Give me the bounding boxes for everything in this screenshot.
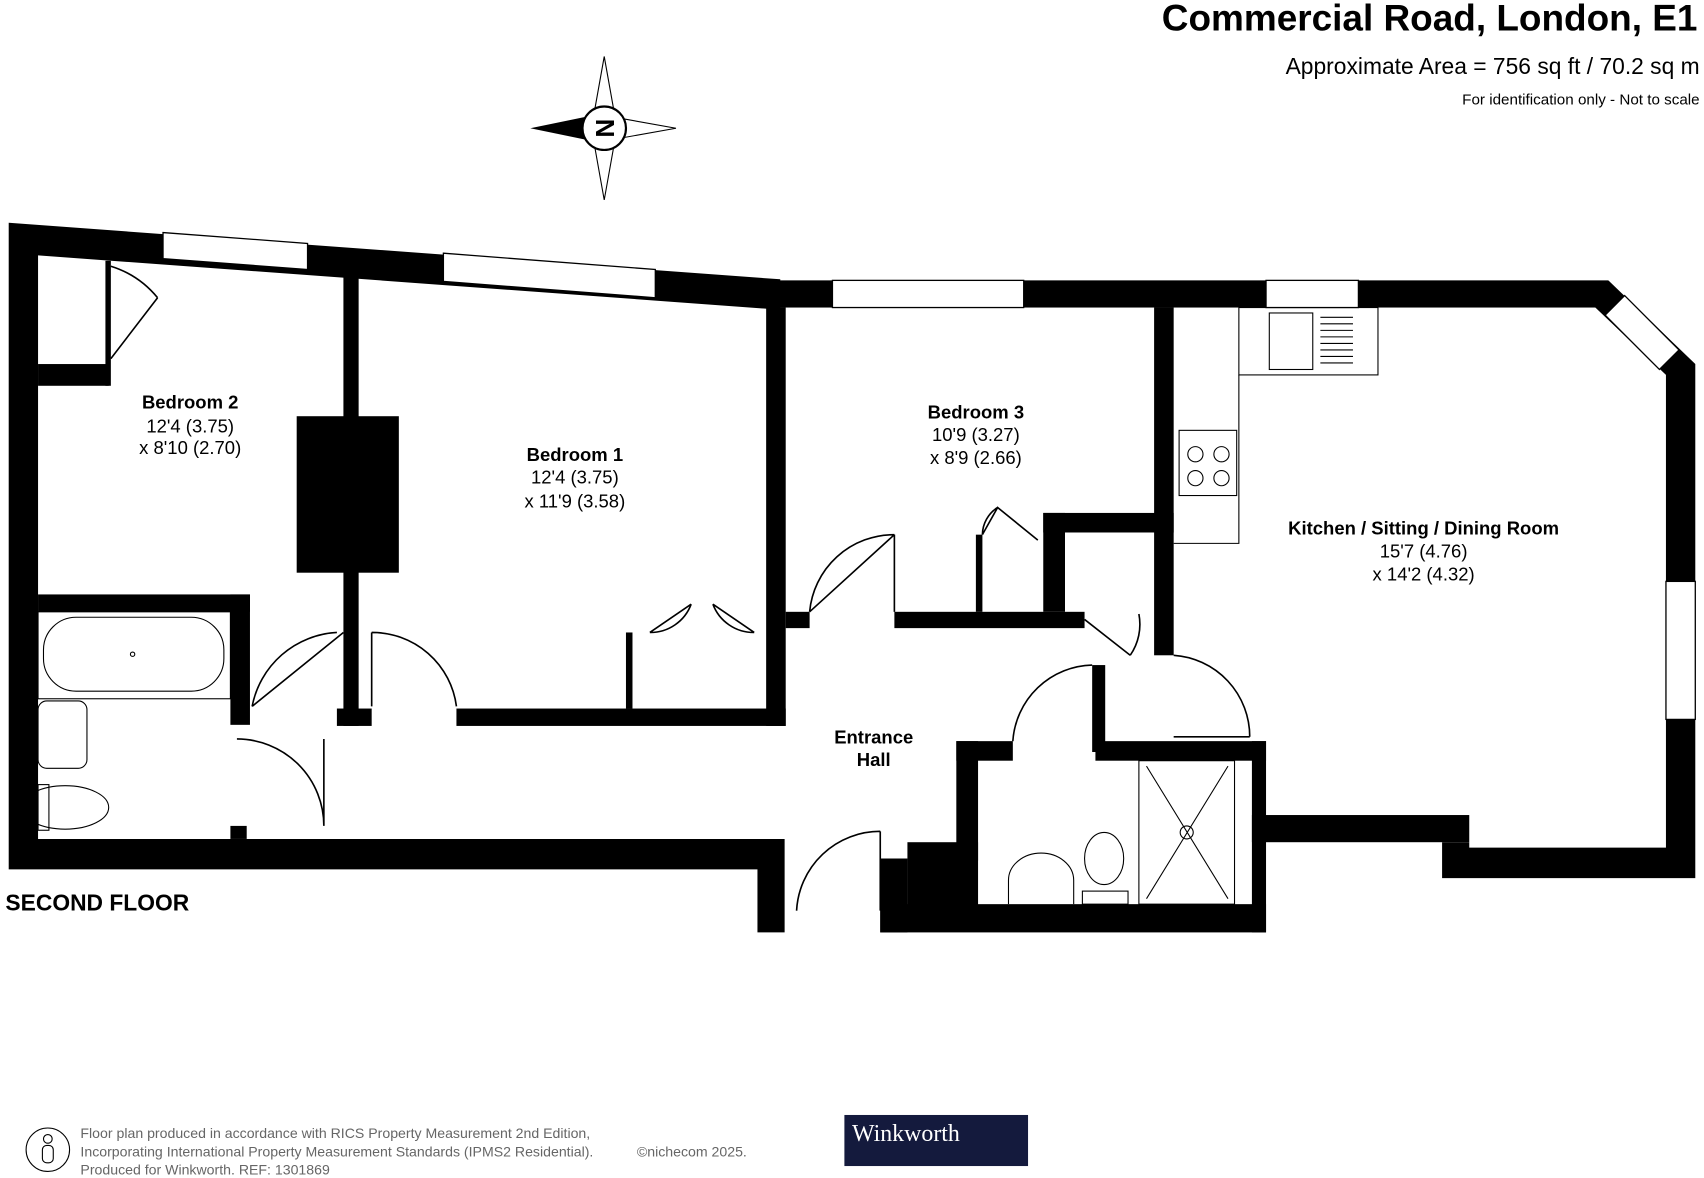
room-bedroom-3: Bedroom 3 10'9 (3.27) x 8'9 (2.66) [928, 401, 1024, 468]
floor-label: SECOND FLOOR [5, 890, 189, 916]
footer-line-1: Floor plan produced in accordance with R… [80, 1125, 590, 1141]
svg-text:Bedroom 2: Bedroom 2 [142, 392, 238, 413]
svg-text:N: N [590, 119, 620, 138]
brand-logo-box [844, 1114, 1029, 1167]
svg-text:x 8'10 (2.70): x 8'10 (2.70) [139, 437, 241, 458]
ipms-logo-icon [25, 1127, 71, 1173]
svg-text:Kitchen / Sitting / Dining Roo: Kitchen / Sitting / Dining Room [1288, 518, 1559, 539]
room-bedroom-2: Bedroom 2 12'4 (3.75) x 8'10 (2.70) [139, 392, 241, 459]
svg-text:12'4 (3.75): 12'4 (3.75) [531, 467, 619, 488]
doors [110, 265, 1251, 911]
svg-text:Entrance: Entrance [834, 726, 913, 747]
svg-text:Bedroom 1: Bedroom 1 [527, 444, 623, 465]
footer-line-3: Produced for Winkworth. REF: 1301869 [80, 1162, 330, 1178]
svg-text:x 11'9 (3.58): x 11'9 (3.58) [525, 490, 626, 511]
svg-text:10'9 (3.27): 10'9 (3.27) [932, 424, 1020, 445]
svg-text:15'7 (4.76): 15'7 (4.76) [1380, 540, 1468, 561]
footer-copyright: ©nichecom 2025. [637, 1143, 747, 1159]
room-entrance-hall: Entrance Hall [834, 726, 913, 770]
svg-text:12'4 (3.75): 12'4 (3.75) [146, 416, 234, 437]
svg-text:Hall: Hall [857, 749, 891, 770]
room-kitchen-sitting-dining: Kitchen / Sitting / Dining Room 15'7 (4.… [1288, 518, 1559, 585]
fixtures [21, 306, 1379, 905]
svg-text:x 8'9 (2.66): x 8'9 (2.66) [930, 447, 1022, 468]
footer-line-2: Incorporating International Property Mea… [80, 1143, 593, 1159]
svg-text:Bedroom 3: Bedroom 3 [928, 401, 1024, 422]
room-bedroom-1: Bedroom 1 12'4 (3.75) x 11'9 (3.58) [525, 444, 626, 512]
property-title: Commercial Road, London, E1 [1162, 0, 1698, 38]
approximate-area: Approximate Area = 756 sq ft / 70.2 sq m [1286, 53, 1700, 79]
walls [8, 222, 1696, 933]
brand-logo: Winkworth [852, 1121, 960, 1147]
disclaimer: For identification only - Not to scale [1462, 91, 1699, 108]
svg-text:x 14'2 (4.32): x 14'2 (4.32) [1373, 563, 1475, 584]
compass-icon: N [530, 56, 677, 201]
